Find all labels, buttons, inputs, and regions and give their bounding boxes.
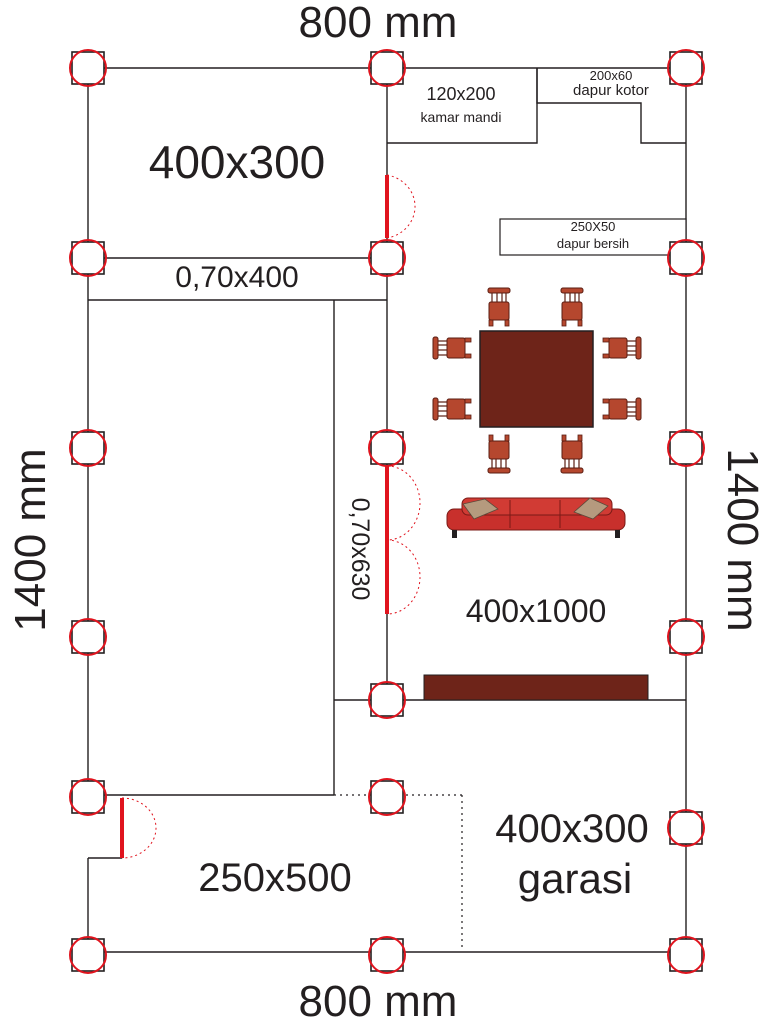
dimension-right: 1400 mm: [718, 448, 767, 631]
dirty-kitchen-size-label: 200x60: [590, 68, 633, 83]
structural-column: [69, 239, 107, 277]
dining-chair: [487, 287, 511, 327]
structural-column: [69, 49, 107, 87]
structural-column: [69, 936, 107, 974]
dining-chair: [560, 434, 584, 474]
dining-chair: [560, 287, 584, 327]
structural-column: [368, 49, 406, 87]
sofa: [446, 497, 626, 538]
bathroom-name-label: kamar mandi: [421, 109, 502, 125]
structural-column: [667, 49, 705, 87]
structural-column: [667, 429, 705, 467]
structural-column: [69, 429, 107, 467]
dining-chair: [602, 397, 642, 421]
front-area-label: 250x500: [198, 856, 351, 900]
garage-size-label: 400x300: [495, 807, 648, 851]
bathroom: [387, 68, 538, 144]
structural-column: [368, 936, 406, 974]
bathroom-size-label: 120x200: [426, 84, 495, 104]
room-top-left-label: 400x300: [149, 136, 326, 188]
dining-chair: [602, 336, 642, 360]
structural-column: [667, 239, 705, 277]
dining-chairs: [432, 287, 642, 474]
dimension-top: 800 mm: [299, 0, 458, 47]
dining-chair: [432, 336, 472, 360]
structural-column: [69, 618, 107, 656]
dining-table: [479, 330, 594, 428]
clean-kitchen-size-label: 250X50: [571, 219, 616, 234]
dimension-bottom: 800 mm: [299, 977, 458, 1024]
structural-column: [368, 429, 406, 467]
sofa-pillow-left: [462, 498, 499, 520]
door-living-lower: [385, 539, 421, 615]
dirty-kitchen-name-label: dapur kotor: [573, 82, 649, 99]
structural-column: [69, 778, 107, 816]
dirty-kitchen: [536, 68, 686, 144]
door-top-room: [385, 174, 416, 239]
structural-column: [368, 681, 406, 719]
corridor-vertical-label: 0,70x630: [346, 498, 374, 601]
structural-column: [368, 778, 406, 816]
dining-chair: [487, 434, 511, 474]
dimension-left: 1400 mm: [6, 448, 55, 631]
door-front: [120, 797, 157, 859]
clean-kitchen-counter: [499, 218, 687, 256]
sofa-back: [461, 497, 613, 516]
structural-column: [667, 809, 705, 847]
structural-column: [667, 936, 705, 974]
sofa-pillow-right: [573, 497, 609, 520]
structural-columns: [69, 49, 705, 974]
corridor-top-label: 0,70x400: [175, 261, 298, 294]
garage-name-label: garasi: [518, 855, 632, 902]
dining-set: [432, 287, 642, 474]
clean-kitchen-name-label: dapur bersih: [557, 236, 629, 251]
structural-column: [667, 618, 705, 656]
structural-column: [368, 239, 406, 277]
dining-chair: [432, 397, 472, 421]
living-area-label: 400x1000: [466, 593, 607, 629]
door-living-upper: [385, 465, 421, 541]
tv-cabinet: [423, 674, 649, 701]
